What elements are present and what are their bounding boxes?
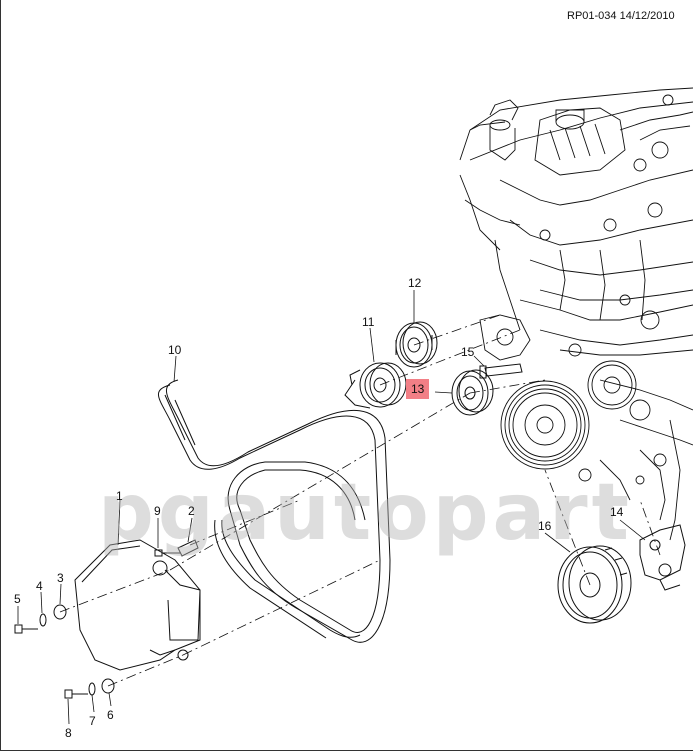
callout-14: 14 [610,505,624,519]
bracket-14 [639,524,686,591]
bolt-9 [154,549,180,557]
callout-9: 9 [154,504,161,518]
engine-block [459,87,693,541]
idler-pulley-12 [395,321,438,368]
assembly-lines [59,314,661,687]
crankshaft-pulley [500,380,590,470]
belt-cover-1 [74,539,201,671]
belt-tensioner-11 [344,362,407,409]
callout-13-highlighted: 13 [406,379,430,399]
nut-6 [101,678,115,694]
pulley-16 [557,545,632,624]
upper-pulley [587,360,637,410]
callout-3: 3 [57,571,64,585]
washer-7 [88,682,96,696]
fasteners [14,539,199,699]
bolt-5 [14,624,38,634]
callout-15: 15 [461,345,475,359]
bolt-15 [479,363,523,379]
bolt-8 [64,689,88,699]
callout-6: 6 [107,708,114,722]
washer-4 [39,613,47,627]
bracket-2 [177,539,199,557]
callout-7: 7 [89,714,96,728]
callout-11: 11 [362,315,375,329]
callout-5: 5 [14,592,21,606]
callout-16: 16 [538,519,552,533]
nut-3 [53,604,67,620]
callout-4: 4 [36,579,43,593]
callout-2: 2 [188,504,195,518]
callout-10: 10 [168,343,182,357]
drawing-reference: RP01-034 14/12/2010 [567,10,675,22]
callout-12: 12 [408,276,422,290]
leader-lines [17,290,646,725]
callout-8: 8 [65,726,72,740]
callout-1: 1 [116,489,123,503]
